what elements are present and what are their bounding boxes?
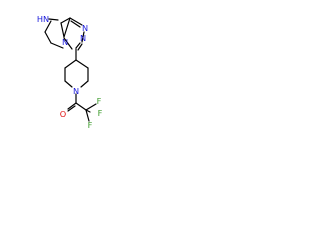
bond xyxy=(85,103,97,111)
atom-label-f1: F xyxy=(97,96,102,106)
bond xyxy=(77,43,83,51)
atom-label-nh: HN xyxy=(37,14,49,24)
bond xyxy=(44,20,52,33)
bond xyxy=(63,17,71,38)
bond xyxy=(80,80,89,88)
bond xyxy=(85,109,91,113)
atom-label-n2: N xyxy=(80,33,86,43)
bond-lines xyxy=(44,17,97,122)
bond xyxy=(63,37,73,50)
bond xyxy=(60,22,65,38)
bond xyxy=(75,42,81,49)
bond xyxy=(44,31,52,44)
bond xyxy=(64,59,77,69)
atom-label-n1: N xyxy=(82,23,88,33)
molecule-structure-diagram: HN N N N N O F F F xyxy=(37,14,103,130)
bond xyxy=(48,18,59,21)
atom-label-n3: N xyxy=(62,37,68,47)
bond xyxy=(69,17,83,26)
bond xyxy=(64,80,73,88)
bond xyxy=(75,102,87,111)
bond xyxy=(67,102,77,110)
bond xyxy=(70,20,81,28)
bond xyxy=(81,31,85,43)
bond xyxy=(60,17,71,24)
bond xyxy=(75,59,89,69)
atom-label-o1: O xyxy=(60,109,66,119)
atom-label-f3: F xyxy=(88,120,93,130)
bond xyxy=(85,109,90,122)
bond xyxy=(67,105,76,112)
bond xyxy=(50,42,64,49)
atom-label-f2: F xyxy=(98,108,103,118)
atom-label-n4: N xyxy=(73,86,79,96)
